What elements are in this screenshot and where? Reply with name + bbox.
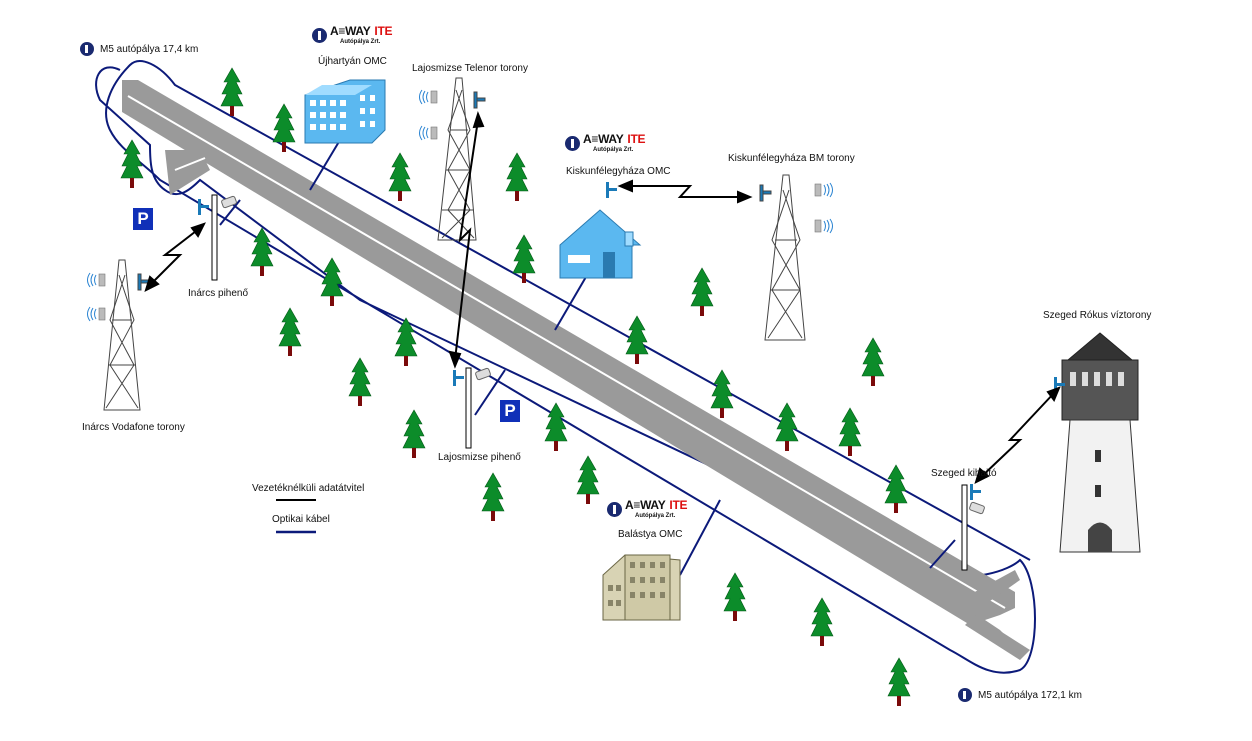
ujhartyan-building: [304, 79, 386, 144]
ujhartyan-antenna: [606, 182, 617, 198]
lajosmizse-rest-label: Lajosmizse pihenő: [438, 452, 521, 463]
legend-wireless-label: Vezetéknélküli adatátvitel: [252, 483, 365, 494]
km-start-label: M5 autópálya 17,4 km: [100, 44, 199, 55]
inarcs-tower-label: Inárcs Vodafone torony: [82, 422, 185, 433]
wireless-links: [144, 111, 1061, 484]
kiskunfelegyhaza-house: [559, 209, 642, 279]
parking-icon: P: [500, 400, 520, 422]
inarcs-tower: [87, 259, 150, 411]
lajosmizse-pole: [453, 367, 491, 449]
legend-optical-label: Optikai kábel: [272, 514, 330, 525]
lajosmizse-tower: [419, 77, 486, 241]
motorway-icon: [607, 502, 622, 517]
motorway-icon: [312, 28, 327, 43]
szeged-tower-label: Szeged Rókus víztorony: [1043, 310, 1152, 321]
motorway-road: [122, 80, 1030, 660]
kiskunfelegyhaza-tower: [759, 174, 833, 341]
balastya-building: [602, 554, 681, 621]
kiskunfelegyhaza-tower-label: Kiskunfélegyháza BM torony: [728, 153, 855, 164]
balastya-omc-label: Balástya OMC: [618, 529, 683, 540]
parking-icon: P: [133, 208, 153, 230]
inarcs-rest-label: Inárcs pihenő: [188, 288, 249, 299]
lajosmizse-tower-label: Lajosmizse Telenor torony: [412, 63, 528, 74]
kiskunfelegyhaza-omc-label: Kiskunfélegyháza OMC: [566, 166, 671, 177]
optical-cable-loop: [95, 60, 1036, 674]
szeged-water-tower: [1054, 332, 1141, 553]
cable-spurs: [219, 139, 956, 576]
motorway-icon: [80, 42, 94, 56]
motorway-icon: [565, 136, 580, 151]
km-end-label: M5 autópálya 172,1 km: [978, 690, 1082, 701]
szeged-exit-label: Szeged kihajtó: [931, 468, 997, 479]
szeged-exit-pole: [961, 484, 985, 571]
inarcs-pole: [198, 194, 237, 281]
ujhartyan-omc-label: Újhartyán OMC: [318, 56, 387, 67]
motorway-icon: [958, 688, 972, 702]
